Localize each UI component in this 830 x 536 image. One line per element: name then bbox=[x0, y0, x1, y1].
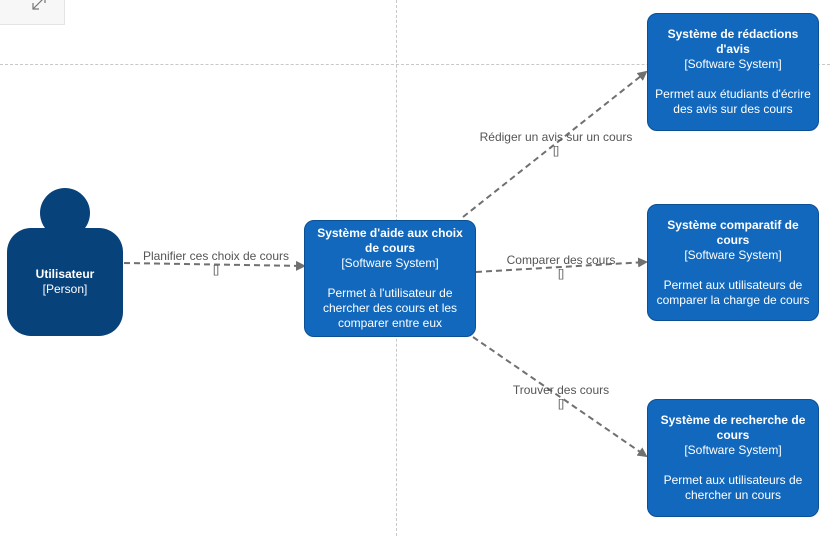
edge-main-to-compare bbox=[475, 257, 648, 273]
system-reviews-description: Permet aux étudiants d'écrire des avis s… bbox=[655, 87, 811, 116]
main-system-kind: [Software System] bbox=[341, 256, 439, 270]
system-compare-description: Permet aux utilisateurs de comparer la c… bbox=[656, 277, 810, 307]
expand-icon bbox=[32, 0, 46, 10]
edge-label-comparer-text: Comparer des cours bbox=[506, 253, 616, 267]
edge-label-planifier-tech: [] bbox=[212, 264, 220, 276]
person-title: Utilisateur bbox=[35, 267, 95, 281]
edge-label-trouver-text: Trouver des cours bbox=[512, 383, 610, 397]
system-search-kind: [Software System] bbox=[684, 443, 782, 457]
main-system-description: Permet à l'utilisateur de chercher des c… bbox=[322, 286, 458, 330]
system-reviews-kind: [Software System] bbox=[684, 57, 782, 71]
system-search-title: Système de recherche de cours bbox=[660, 413, 806, 442]
edge-label-trouver-tech: [] bbox=[557, 398, 565, 410]
expand-button[interactable] bbox=[0, 0, 65, 25]
edge-person-to-main bbox=[123, 260, 306, 271]
system-compare-title: Système comparatif de cours bbox=[667, 217, 799, 247]
edge-main-to-search bbox=[472, 336, 648, 458]
edge-label-comparer: Comparer des cours [] bbox=[500, 253, 622, 281]
main-system-box[interactable]: Système d'aide aux choix de cours [Softw… bbox=[304, 220, 476, 337]
edge-label-rediger-tech: [] bbox=[552, 145, 560, 157]
system-reviews-box[interactable]: Système de rédactions d'avis [Software S… bbox=[647, 13, 819, 131]
edge-label-trouver: Trouver des cours [] bbox=[505, 383, 617, 411]
system-search-box[interactable]: Système de recherche de cours [Software … bbox=[647, 399, 819, 517]
edge-label-rediger-text: Rédiger un avis sur un cours bbox=[479, 130, 633, 144]
system-reviews-title: Système de rédactions d'avis bbox=[667, 27, 799, 56]
person-kind: [Person] bbox=[42, 282, 88, 296]
system-compare-box[interactable]: Système comparatif de cours [Software Sy… bbox=[647, 204, 819, 321]
person-utilisateur[interactable]: Utilisateur [Person] bbox=[7, 228, 123, 336]
horizontal-guide-line bbox=[0, 64, 830, 65]
edge-main-to-reviews bbox=[462, 70, 648, 218]
main-system-title: Système d'aide aux choix de cours bbox=[317, 226, 463, 255]
system-search-description: Permet aux utilisateurs de chercher un c… bbox=[663, 473, 803, 502]
system-compare-kind: [Software System] bbox=[684, 247, 782, 262]
edge-label-rediger: Rédiger un avis sur un cours [] bbox=[472, 130, 640, 158]
edge-label-planifier-text: Planifier ces choix de cours bbox=[142, 249, 290, 263]
edge-label-comparer-tech: [] bbox=[557, 268, 565, 280]
edge-label-planifier: Planifier ces choix de cours [] bbox=[137, 249, 295, 277]
